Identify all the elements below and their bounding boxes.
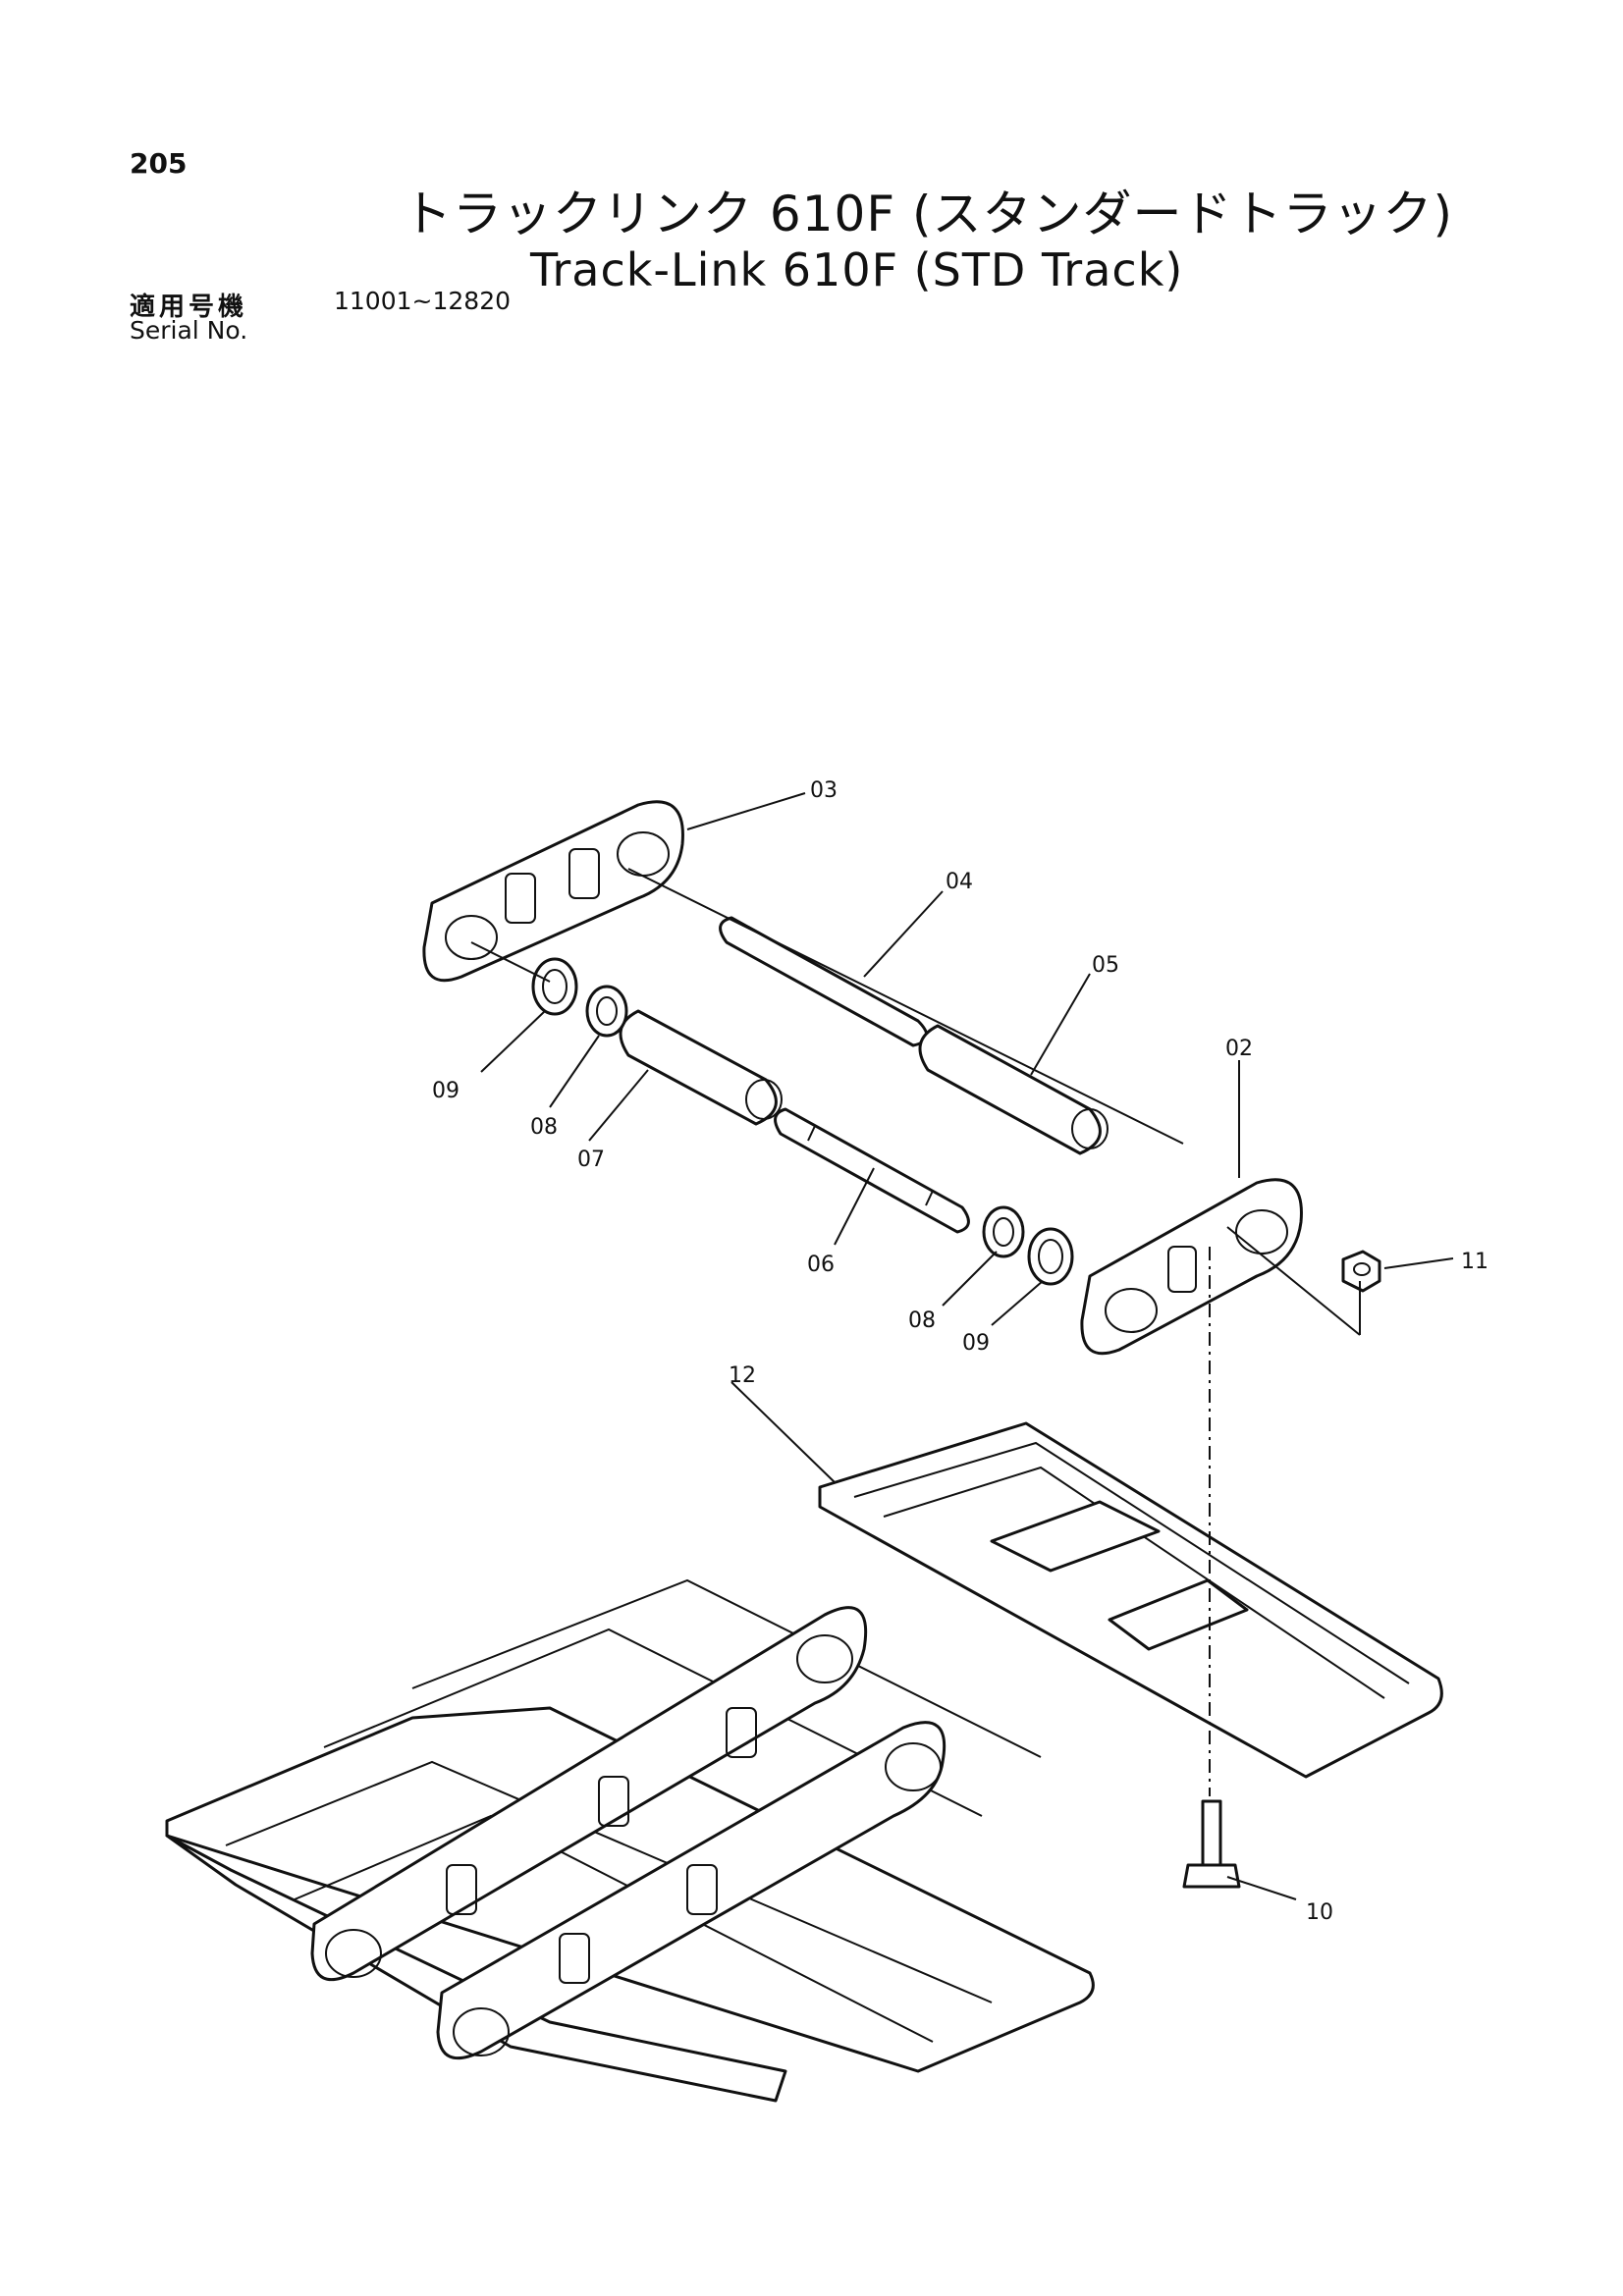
callout-08b: 08 — [908, 1308, 936, 1333]
callout-04: 04 — [946, 870, 973, 894]
serial-label-japanese: 適用号機 — [130, 293, 248, 322]
track-link-02-drawing — [1080, 1178, 1303, 1356]
page-number: 205 — [130, 147, 188, 180]
serial-label-english: Serial No. — [130, 316, 248, 345]
bolt-10-drawing — [1182, 1799, 1241, 1889]
nut-11-drawing — [1341, 1250, 1381, 1293]
seal-rings-drawing — [531, 957, 1074, 1286]
assembled-track-drawing — [165, 1578, 1095, 2103]
track-shoe-12-drawing — [818, 1421, 1443, 1779]
callout-08a: 08 — [530, 1115, 558, 1140]
callout-06: 06 — [807, 1253, 835, 1277]
callout-12: 12 — [729, 1363, 756, 1388]
callout-03: 03 — [810, 778, 838, 803]
callout-09a: 09 — [432, 1079, 460, 1103]
title-english: Track-Link 610F (STD Track) — [530, 243, 1184, 296]
callout-labels: 02 03 04 05 06 07 08 08 09 09 10 11 12 — [432, 778, 1488, 1925]
bushing-07-drawing — [619, 1009, 783, 1126]
serial-range: 11001~12820 — [334, 287, 512, 315]
title-japanese: トラックリンク 610F (スタンダードトラック) — [403, 186, 1453, 242]
callout-10: 10 — [1306, 1900, 1333, 1925]
leader-lines — [480, 792, 1454, 1900]
callout-11: 11 — [1461, 1250, 1488, 1274]
callout-07: 07 — [577, 1148, 605, 1172]
callout-05: 05 — [1092, 953, 1119, 978]
pin-04-drawing — [719, 916, 929, 1047]
assembly-lines — [470, 868, 1361, 1796]
track-link-03-drawing — [422, 800, 684, 983]
bushing-05-drawing — [918, 1024, 1109, 1155]
callout-02: 02 — [1225, 1037, 1253, 1061]
callout-09b: 09 — [962, 1331, 990, 1356]
